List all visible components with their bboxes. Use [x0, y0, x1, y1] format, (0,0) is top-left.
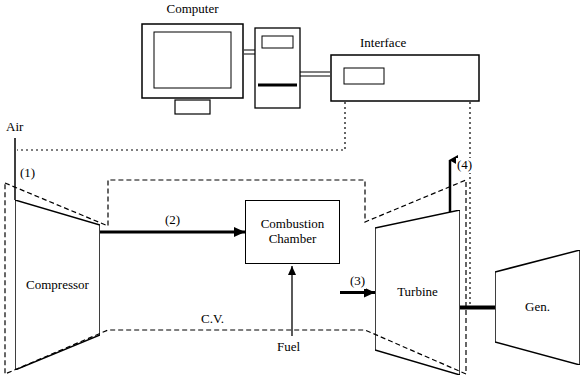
station-number: (1) [19, 166, 36, 181]
boundary-label: C.V. [200, 312, 225, 327]
node-label: Gen. [525, 300, 550, 315]
signal-line [469, 102, 470, 305]
node-label: Combustion Chamber [250, 217, 335, 247]
flow-arrow [340, 291, 375, 294]
process-box: Combustion Chamber [245, 200, 340, 264]
station-number: (2) [164, 213, 181, 228]
generator-shape: Gen. [495, 250, 580, 365]
interface-box: Interface [330, 36, 480, 102]
turbine-shape: Turbine [375, 210, 460, 375]
exhaust-line [449, 160, 452, 212]
control-volume-boundary [5, 180, 466, 374]
signal-line [17, 102, 345, 150]
station-number: (4) [456, 158, 473, 173]
node-label: Turbine [397, 285, 438, 300]
fuel-line [291, 266, 292, 336]
monitor-outline [140, 22, 245, 120]
interface-outline [330, 54, 480, 102]
computer-monitor: Computer [140, 2, 245, 120]
data-cable [244, 50, 330, 76]
station-number: (3) [349, 274, 366, 289]
air-inlet-line [14, 138, 16, 200]
computer-tower [255, 28, 300, 108]
node-heading: Interface [330, 36, 480, 51]
compressor-shape: Compressor [15, 200, 100, 370]
flow-arrow [100, 231, 245, 234]
inlet-label: Air [5, 120, 24, 135]
node-label: Compressor [26, 278, 89, 293]
inlet-label: Fuel [276, 340, 301, 355]
shaft-line [460, 306, 495, 310]
node-heading: Computer [140, 2, 245, 17]
